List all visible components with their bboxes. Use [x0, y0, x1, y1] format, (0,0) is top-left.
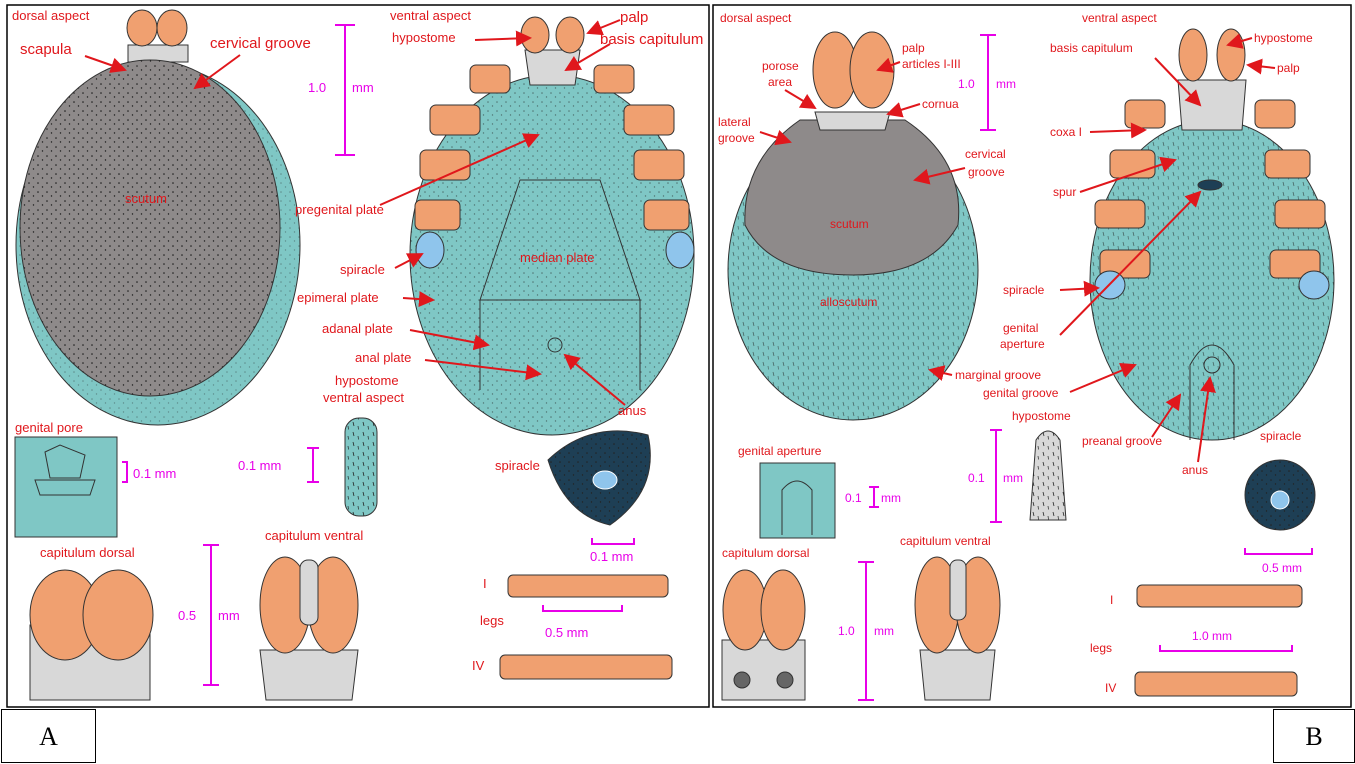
genital-pore-inset [15, 437, 117, 537]
b-legs-scale: 1.0 mm [1192, 629, 1232, 643]
hypostome-label: hypostome [392, 30, 456, 45]
b-dorsal-aspect-label: dorsal aspect [720, 11, 792, 25]
genital-pore-label: genital pore [15, 420, 83, 435]
porose-label-1: porose [762, 59, 799, 73]
ventral-aspect-label: ventral aspect [390, 8, 471, 23]
spiracle-detail-label: spiracle [495, 458, 540, 473]
b-scutum-label: scutum [830, 217, 869, 231]
cervical-groove-b-1: cervical [965, 147, 1006, 161]
anus-label: anus [618, 403, 647, 418]
leg-I-label: I [483, 576, 487, 591]
b-capitulum-scale-unit: mm [874, 624, 894, 638]
leg-I [508, 575, 668, 597]
spur-label: spur [1053, 185, 1076, 199]
basis-capitulum-label: basis capitulum [600, 31, 703, 48]
b-leg-I [1137, 585, 1302, 607]
b-genital-scale-unit: mm [881, 491, 901, 505]
pregenital-plate-label: pregenital plate [295, 202, 384, 217]
alloscutum-label: alloscutum [820, 295, 877, 309]
dorsal-aspect-label: dorsal aspect [12, 8, 90, 23]
hypostome-ventral-label-1: hypostome [335, 373, 399, 388]
coxa-label: coxa I [1050, 125, 1082, 139]
spiracle-scale: 0.1 mm [590, 549, 633, 564]
legs-scale: 0.5 mm [545, 625, 588, 640]
lateral-groove-label-2: groove [718, 131, 755, 145]
b-capitulum-scale-value: 1.0 [838, 624, 855, 638]
capitulum-dorsal-label: capitulum dorsal [40, 545, 135, 560]
genital-aperture-b-2: aperture [1000, 337, 1045, 351]
anal-plate-label: anal plate [355, 350, 411, 365]
genital-aperture-inset [760, 463, 835, 538]
capitulum-scale-unit: mm [218, 608, 240, 623]
genital-aperture-detail-label: genital aperture [738, 444, 822, 458]
palp-articles-label-2: articles I-III [902, 57, 961, 71]
genital-aperture-b-1: genital [1003, 321, 1038, 335]
scale-1mm-value: 1.0 [308, 80, 326, 95]
b-hypostome-detail-label: hypostome [1012, 409, 1071, 423]
b-scale-1-value: 1.0 [958, 77, 975, 91]
b-hypostome-scale-unit: mm [1003, 471, 1023, 485]
b-spiracle-detail-label: spiracle [1260, 429, 1302, 443]
b-palp-label: palp [1277, 61, 1300, 75]
b-ventral-aspect-label: ventral aspect [1082, 11, 1157, 25]
marginal-groove-label: marginal groove [955, 368, 1041, 382]
b-spiracle-label: spiracle [1003, 283, 1045, 297]
capitulum-ventral-label: capitulum ventral [265, 528, 363, 543]
cornua-label: cornua [922, 97, 959, 111]
b-spiracle-scale: 0.5 mm [1262, 561, 1302, 575]
lateral-groove-label-1: lateral [718, 115, 751, 129]
palp-articles-label-1: palp [902, 41, 925, 55]
cervical-groove-label: cervical groove [210, 35, 311, 52]
epimeral-plate-label: epimeral plate [297, 290, 379, 305]
genital-groove-label: genital groove [983, 386, 1059, 400]
leg-IV [500, 655, 672, 679]
capitulum-dorsal-detail [30, 570, 153, 700]
b-anus-label: anus [1182, 463, 1208, 477]
hypostome-ventral-label-2: ventral aspect [323, 390, 404, 405]
panel-b-letter: B [1273, 709, 1355, 763]
palp-label: palp [620, 9, 648, 26]
b-capitulum-ventral-label: capitulum ventral [900, 534, 991, 548]
b-basis-capitulum-label: basis capitulum [1050, 41, 1133, 55]
leg-IV-label: IV [472, 658, 485, 673]
b-scutum-shield [745, 120, 959, 275]
scutum-label: scutum [125, 191, 167, 206]
porose-label-2: area [768, 75, 792, 89]
b-leg-IV [1135, 672, 1297, 696]
panel-a-letter: A [1, 709, 96, 763]
b-genital-scale-value: 0.1 [845, 491, 862, 505]
b-hypostome-label: hypostome [1254, 31, 1313, 45]
cervical-groove-b-2: groove [968, 165, 1005, 179]
genital-pore-scale: 0.1 mm [133, 466, 176, 481]
capitulum-scale-value: 0.5 [178, 608, 196, 623]
legs-label: legs [480, 613, 504, 628]
b-leg-IV-label: IV [1105, 681, 1116, 695]
median-plate-label: median plate [520, 250, 594, 265]
b-legs-label: legs [1090, 641, 1112, 655]
b-scale-1-unit: mm [996, 77, 1016, 91]
b-capitulum-dorsal-label: capitulum dorsal [722, 546, 809, 560]
preanal-groove-label: preanal groove [1082, 434, 1162, 448]
b-leg-I-label: I [1110, 593, 1113, 607]
spiracle-label: spiracle [340, 262, 385, 277]
b-hypostome-scale-value: 0.1 [968, 471, 985, 485]
scale-1mm-unit: mm [352, 80, 374, 95]
scapula-label: scapula [20, 41, 72, 58]
hypostome-scale: 0.1 mm [238, 458, 281, 473]
adanal-plate-label: adanal plate [322, 321, 393, 336]
